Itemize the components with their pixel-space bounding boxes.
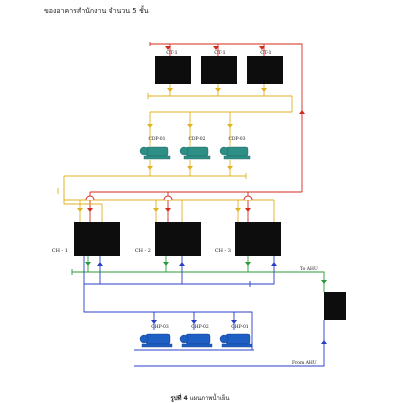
chilled-return-piping [83, 256, 325, 367]
ahu-unit[interactable] [324, 292, 346, 320]
cooling-tower-group: CT-1 CT-1 CT-1 [155, 50, 283, 84]
condenser-pump-icons [139, 146, 251, 160]
chilled-pump-icon[interactable] [179, 333, 213, 348]
chiller-unit[interactable] [74, 222, 120, 256]
pipe-crossovers [85, 195, 253, 201]
chilled-pump-label: CHP-03 [151, 324, 169, 330]
cooling-tower-unit[interactable] [201, 56, 237, 84]
cooling-tower-unit[interactable] [247, 56, 283, 84]
chiller-label: CH - 3 [215, 248, 231, 254]
condenser-pump-label: CDP-03 [228, 136, 245, 142]
cooling-tower-label: CT-1 [260, 50, 271, 56]
chiller-label: CH - 1 [52, 248, 68, 254]
chilled-supply-piping [71, 256, 325, 292]
cooling-tower-label: CT-1 [214, 50, 225, 56]
chilled-pump-icon[interactable] [139, 333, 173, 348]
condenser-pump-group: CDP-01 CDP-02 CDP-03 [148, 136, 245, 142]
figure-caption: รูปที่ 4 แผนภาพน้ำเย็น [0, 393, 400, 403]
chiller-unit[interactable] [235, 222, 281, 256]
chilled-pump-icons [139, 333, 253, 348]
condenser-return-arrows [77, 88, 267, 212]
chilled-pump-label: CHP-02 [191, 324, 209, 330]
condenser-pump-label: CDP-01 [148, 136, 165, 142]
to-ahu-label: To AHU [300, 266, 318, 272]
chilled-pump-group: CHP-03 CHP-02 CHP-01 [151, 324, 249, 330]
caption-prefix: รูปที่ 4 [170, 395, 188, 402]
condenser-pump-label: CDP-02 [188, 136, 205, 142]
chilled-pump-icon[interactable] [219, 333, 253, 348]
chilled-pump-label: CHP-01 [231, 324, 249, 330]
condenser-pump-icon[interactable] [219, 146, 251, 160]
cooling-tower-unit[interactable] [155, 56, 191, 84]
condenser-pump-icon[interactable] [139, 146, 171, 160]
chiller-unit[interactable] [155, 222, 201, 256]
header-text: ของอาคารสำนักงาน จำนวน 5 ชั้น [44, 7, 149, 15]
chilled-supply-arrows [85, 262, 327, 284]
caption-text: แผนภาพน้ำเย็น [187, 395, 230, 402]
chiller-label: CH - 2 [135, 248, 151, 254]
chilled-return-arrows [97, 262, 327, 344]
cooling-tower-label: CT-1 [166, 50, 177, 56]
condenser-pump-icon[interactable] [179, 146, 211, 160]
chiller-group: CH - 1 CH - 2 CH - 3 [52, 222, 281, 256]
condenser-return-piping [57, 84, 293, 222]
from-ahu-label: From AHU [292, 360, 317, 366]
condenser-supply-arrows [87, 46, 305, 212]
